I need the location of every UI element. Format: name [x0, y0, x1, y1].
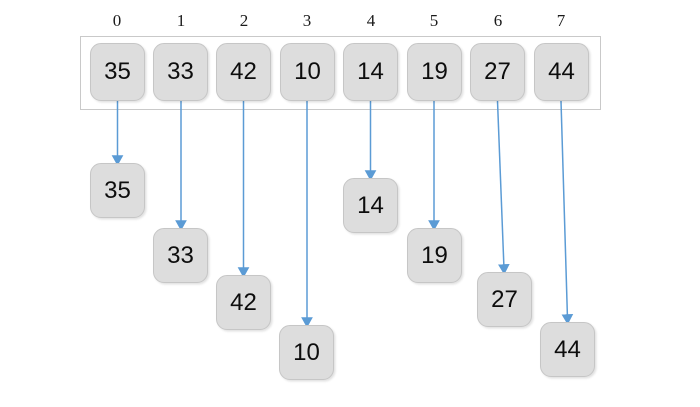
output-box-6-value: 27 — [491, 285, 518, 313]
index-label-4: 4 — [366, 11, 376, 30]
array-cell-4-value: 14 — [357, 58, 384, 85]
array-cell-6-value: 27 — [484, 58, 511, 85]
output-box-3[interactable]: 10 — [279, 325, 334, 380]
array-cell-2[interactable]: 42 — [216, 43, 271, 101]
array-cell-1[interactable]: 33 — [153, 43, 208, 101]
output-box-6[interactable]: 27 — [477, 272, 532, 327]
array-container-frame — [80, 36, 601, 110]
array-cell-0[interactable]: 35 — [90, 43, 145, 101]
output-box-0[interactable]: 35 — [90, 163, 145, 218]
index-label-1: 1 — [176, 11, 186, 30]
output-box-1[interactable]: 33 — [153, 228, 208, 283]
index-label-3: 3 — [302, 11, 312, 30]
array-cell-1-value: 33 — [167, 58, 194, 85]
array-cell-5-value: 19 — [421, 58, 448, 85]
output-box-1-value: 33 — [167, 241, 194, 269]
array-cell-4[interactable]: 14 — [343, 43, 398, 101]
output-box-3-value: 10 — [293, 338, 320, 366]
array-cell-3-value: 10 — [294, 58, 321, 85]
array-cell-3[interactable]: 10 — [280, 43, 335, 101]
output-box-5[interactable]: 19 — [407, 228, 462, 283]
arrow-6 — [496, 100, 510, 275]
index-label-7: 7 — [556, 11, 566, 30]
array-cell-0-value: 35 — [104, 58, 131, 85]
array-cell-5[interactable]: 19 — [407, 43, 462, 101]
arrow-7 — [560, 100, 574, 325]
array-cell-6[interactable]: 27 — [470, 43, 525, 101]
output-box-4[interactable]: 14 — [343, 178, 398, 233]
array-cell-7[interactable]: 44 — [534, 43, 589, 101]
index-label-2: 2 — [239, 11, 249, 30]
output-box-7-value: 44 — [554, 335, 581, 363]
index-label-6: 6 — [493, 11, 503, 30]
output-box-2-value: 42 — [230, 288, 257, 316]
output-box-0-value: 35 — [104, 176, 131, 204]
output-box-7[interactable]: 44 — [540, 322, 595, 377]
output-box-2[interactable]: 42 — [216, 275, 271, 330]
array-cell-2-value: 42 — [230, 58, 257, 85]
index-label-0: 0 — [112, 11, 122, 30]
output-box-5-value: 19 — [421, 241, 448, 269]
output-box-4-value: 14 — [357, 191, 384, 219]
index-label-5: 5 — [429, 11, 439, 30]
array-cell-7-value: 44 — [548, 58, 575, 85]
